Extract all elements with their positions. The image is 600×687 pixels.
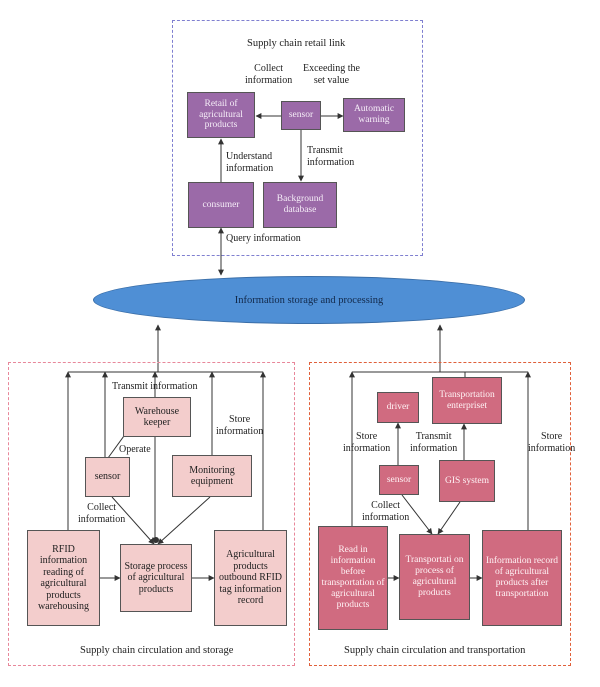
driver-box: driver	[377, 392, 419, 423]
storage-sensor-box: sensor	[85, 457, 130, 497]
transport-transmit-label: Transmit information	[410, 431, 458, 454]
gis-box: GIS system	[439, 460, 495, 502]
consumer-box: consumer	[188, 182, 254, 228]
record-after-box: Information record of agricultural produ…	[482, 530, 562, 626]
storage-transmit-label: Transmit information	[112, 381, 198, 392]
enterprise-box: Transportation enterpriset	[432, 377, 502, 424]
retail-title: Supply chain retail link	[247, 38, 346, 49]
storage-processing-ellipse: Information storage and processing	[93, 276, 525, 324]
arrow-gis-to-process	[437, 501, 461, 535]
region-retail	[172, 20, 423, 256]
retail-understand-label: Understand information	[226, 151, 274, 174]
retail-transmit-label: Transmit information	[307, 145, 355, 168]
storage-collect-label: Collect information	[78, 502, 126, 525]
region-transport	[309, 362, 571, 666]
retail-collect-label: Collect information	[245, 63, 293, 86]
monitoring-box: Monitoring equipment	[172, 455, 252, 497]
arrow-t-sensor-to-process	[401, 494, 433, 535]
transport-store-left-label: Store information	[343, 431, 391, 454]
transport-title: Supply chain circulation and transportat…	[344, 645, 526, 656]
outbound-record-box: Agricultural products outbound RFID tag …	[214, 530, 287, 626]
retail-exceed-label: Exceeding the set value	[303, 63, 360, 86]
rfid-reading-box: RFID information reading of agricultural…	[27, 530, 100, 626]
storage-title: Supply chain circulation and storage	[80, 645, 234, 656]
storage-process-box: Storage process of agricultural products	[120, 544, 192, 612]
database-box: Background database	[263, 182, 337, 228]
storage-store-label: Store information	[216, 414, 264, 437]
transport-store-right-label: Store information	[528, 431, 576, 454]
warehouse-keeper-box: Warehouse keeper	[123, 397, 191, 437]
transport-process-box: Transportati on process of agricultural …	[399, 534, 470, 620]
retail-sensor-box: sensor	[281, 101, 321, 130]
warning-box: Automatic warning	[343, 98, 405, 132]
storage-operate-label: Operate	[119, 444, 151, 455]
transport-collect-label: Collect information	[362, 500, 410, 523]
retail-box: Retail of agricultural products	[187, 92, 255, 138]
transport-sensor-box: sensor	[379, 465, 419, 495]
read-in-box: Read in information before transportatio…	[318, 526, 388, 630]
arrow-sensor-to-process	[111, 496, 155, 545]
arrow-monitoring-to-process	[157, 496, 211, 545]
region-storage	[8, 362, 295, 666]
retail-query-label: Query information	[226, 233, 301, 244]
